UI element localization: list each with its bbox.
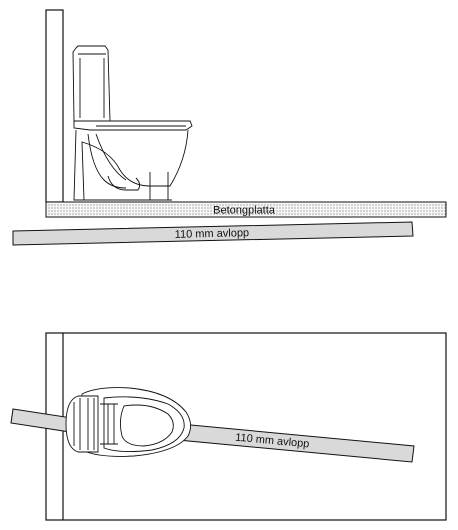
top-view: 110 mm avlopp <box>10 332 447 521</box>
side-pipe-label: 110 mm avlopp <box>175 227 250 241</box>
slab-label: Betongplatta <box>213 205 276 217</box>
side-drain-pipe <box>12 221 414 246</box>
toilet-side-icon <box>72 45 193 201</box>
side-view: Betongplatta 110 mm avlopp <box>12 9 447 246</box>
toilet-top-icon <box>65 387 191 457</box>
concrete-slab <box>45 201 447 218</box>
side-view-wall <box>45 9 64 203</box>
